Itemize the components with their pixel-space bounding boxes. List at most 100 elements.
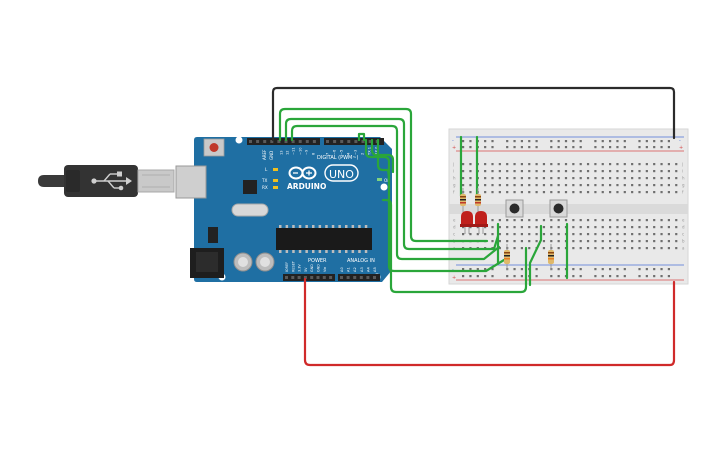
breadboard-hole[interactable]	[484, 191, 487, 194]
breadboard-hole[interactable]	[564, 170, 568, 173]
breadboard-hole[interactable]	[675, 240, 678, 243]
breadboard-hole[interactable]	[594, 163, 597, 166]
breadboard-hole[interactable]	[579, 191, 582, 194]
rail-hole[interactable]	[623, 140, 626, 143]
breadboard-hole[interactable]	[609, 226, 612, 229]
breadboard-hole[interactable]	[653, 240, 656, 243]
breadboard-hole[interactable]	[586, 247, 590, 250]
breadboard-hole[interactable]	[520, 191, 523, 194]
digital-header-hole[interactable]	[249, 140, 252, 143]
breadboard-hole[interactable]	[542, 226, 546, 229]
breadboard-hole[interactable]	[535, 163, 538, 166]
breadboard-hole[interactable]	[513, 226, 516, 229]
breadboard-hole[interactable]	[550, 240, 553, 243]
rail-hole[interactable]	[528, 146, 531, 149]
breadboard-hole[interactable]	[653, 191, 656, 194]
button-2-cap[interactable]	[553, 203, 564, 214]
breadboard-hole[interactable]	[528, 247, 531, 250]
rail-hole[interactable]	[579, 140, 582, 143]
breadboard-hole[interactable]	[653, 163, 656, 166]
digital-header-hole[interactable]	[361, 140, 365, 143]
breadboard-hole[interactable]	[528, 177, 531, 180]
breadboard-hole[interactable]	[572, 184, 575, 187]
analog-header-hole[interactable]	[373, 276, 376, 279]
breadboard-hole[interactable]	[498, 170, 501, 173]
breadboard-hole[interactable]	[667, 170, 670, 173]
breadboard-hole[interactable]	[638, 226, 641, 229]
rail-hole[interactable]	[557, 268, 560, 271]
breadboard-hole[interactable]	[550, 226, 553, 229]
rail-hole[interactable]	[667, 140, 670, 143]
breadboard-hole[interactable]	[498, 247, 501, 250]
digital-header-hole[interactable]	[368, 140, 372, 143]
breadboard-hole[interactable]	[638, 247, 641, 250]
digital-header-hole[interactable]	[256, 140, 260, 143]
rail-hole[interactable]	[520, 146, 523, 149]
breadboard-hole[interactable]	[631, 219, 634, 222]
rail-hole[interactable]	[572, 140, 575, 143]
breadboard-hole[interactable]	[579, 233, 582, 236]
breadboard-hole[interactable]	[675, 177, 678, 180]
rail-hole[interactable]	[601, 275, 604, 278]
breadboard-hole[interactable]	[653, 184, 656, 187]
rail-hole[interactable]	[579, 146, 582, 149]
breadboard-hole[interactable]	[623, 247, 626, 250]
rail-hole[interactable]	[513, 146, 516, 149]
breadboard-hole[interactable]	[513, 163, 516, 166]
breadboard-hole[interactable]	[579, 219, 582, 222]
breadboard-hole[interactable]	[579, 177, 582, 180]
breadboard-hole[interactable]	[631, 247, 634, 250]
breadboard-hole[interactable]	[535, 226, 538, 229]
breadboard-hole[interactable]	[609, 219, 612, 222]
breadboard-hole[interactable]	[660, 240, 663, 243]
digital-header-hole[interactable]	[270, 140, 274, 143]
breadboard-hole[interactable]	[550, 219, 553, 222]
breadboard-hole[interactable]	[616, 240, 619, 243]
wire-pin12-led[interactable]	[284, 117, 500, 251]
rail-hole[interactable]	[491, 268, 494, 271]
breadboard-hole[interactable]	[528, 184, 531, 187]
digital-header-hole[interactable]	[347, 140, 351, 143]
breadboard-hole[interactable]	[469, 177, 472, 180]
breadboard-hole[interactable]	[645, 184, 648, 187]
breadboard-hole[interactable]	[594, 184, 597, 187]
breadboard-hole[interactable]	[557, 191, 560, 194]
breadboard-hole[interactable]	[572, 177, 575, 180]
rail-hole[interactable]	[535, 146, 538, 149]
breadboard-hole[interactable]	[462, 170, 465, 173]
breadboard-hole[interactable]	[542, 177, 546, 180]
breadboard-hole[interactable]	[491, 233, 494, 236]
rail-hole[interactable]	[653, 146, 656, 149]
breadboard-hole[interactable]	[645, 233, 648, 236]
breadboard-hole[interactable]	[498, 226, 501, 229]
resistor-button-2[interactable]	[548, 244, 554, 270]
breadboard-hole[interactable]	[653, 233, 656, 236]
breadboard-hole[interactable]	[638, 219, 641, 222]
rail-hole[interactable]	[660, 268, 663, 271]
rail-hole[interactable]	[550, 146, 553, 149]
breadboard-hole[interactable]	[528, 219, 531, 222]
breadboard-hole[interactable]	[586, 233, 590, 236]
breadboard-hole[interactable]	[623, 219, 626, 222]
breadboard-hole[interactable]	[513, 191, 516, 194]
breadboard-hole[interactable]	[484, 184, 487, 187]
rail-hole[interactable]	[594, 275, 597, 278]
breadboard-hole[interactable]	[638, 240, 641, 243]
power-header-hole[interactable]	[285, 276, 288, 279]
rail-hole[interactable]	[653, 275, 656, 278]
rail-hole[interactable]	[638, 146, 641, 149]
power-header-hole[interactable]	[316, 276, 320, 279]
breadboard-hole[interactable]	[616, 170, 619, 173]
rail-hole[interactable]	[601, 146, 604, 149]
breadboard-hole[interactable]	[462, 163, 465, 166]
breadboard-hole[interactable]	[557, 177, 560, 180]
rail-hole[interactable]	[594, 140, 597, 143]
breadboard-hole[interactable]	[645, 219, 648, 222]
rail-hole[interactable]	[520, 268, 523, 271]
breadboard-hole[interactable]	[675, 226, 678, 229]
breadboard-hole[interactable]	[609, 240, 612, 243]
rail-hole[interactable]	[616, 275, 619, 278]
breadboard-hole[interactable]	[660, 219, 663, 222]
rail-hole[interactable]	[491, 146, 494, 149]
breadboard-hole[interactable]	[586, 191, 590, 194]
